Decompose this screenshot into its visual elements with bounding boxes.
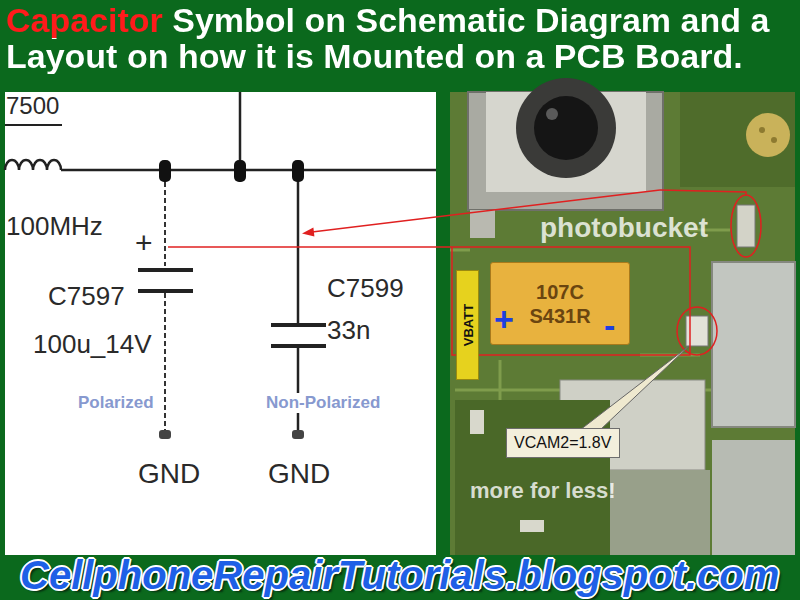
smd-component: [737, 205, 755, 247]
arrowhead: [302, 228, 314, 237]
callout-pointer: [580, 346, 689, 430]
gold-pad: [771, 137, 777, 143]
camera-lens: [516, 78, 616, 178]
leader-line: [660, 190, 746, 195]
highlight-ring: [677, 307, 717, 355]
site-caption: CellphoneRepairTutorials.blogspot.com: [20, 553, 779, 597]
leader-line: [168, 246, 452, 248]
metal-shield: [712, 440, 795, 555]
junction-dot: [234, 160, 246, 182]
camera-module: [468, 92, 663, 210]
wire: [239, 92, 242, 170]
ground-label: GND: [268, 458, 330, 490]
polarity-mark: +: [135, 226, 153, 261]
pcb-area: [455, 400, 610, 555]
ground-symbol: [159, 430, 171, 439]
capacitor-plate: [271, 344, 326, 348]
reference-designator: C7597: [48, 282, 125, 312]
watermark: more for less!: [470, 478, 616, 503]
schematic-panel: [5, 92, 436, 555]
highlight-box: [452, 247, 690, 355]
watermark: photobucket: [540, 212, 708, 244]
voltage-callout: VCAM2=1.8V: [506, 428, 620, 458]
highlight-ring: [731, 195, 761, 257]
smd-component: [520, 520, 544, 532]
camera-lens: [546, 108, 558, 120]
pcb-area: [680, 92, 795, 187]
capacitor-plate: [138, 268, 193, 272]
reference-designator: C7599: [327, 274, 404, 304]
type-note: Polarized: [76, 393, 156, 413]
wire: [61, 169, 436, 172]
wire: [297, 182, 300, 323]
inductor-value: 7500: [6, 92, 59, 120]
node-label: VBATT: [460, 304, 475, 346]
camera-leg: [470, 210, 495, 238]
gold-pad: [746, 113, 790, 157]
inductor-bar: [5, 124, 62, 126]
capacitor-plate: [271, 323, 326, 327]
ground-symbol: [292, 430, 304, 439]
node-label: VCAM2=1.8V: [507, 429, 619, 457]
junction-dot: [159, 160, 171, 182]
pcb-trace: [450, 230, 730, 400]
smd-component: [470, 410, 484, 434]
polarity-mark: +: [494, 300, 514, 339]
voltage-label-band: VBATT: [456, 270, 479, 380]
capacitor-value: 33n: [327, 316, 370, 346]
frequency-label: 100MHz: [6, 212, 103, 242]
ground-label: GND: [138, 458, 200, 490]
type-note: Non-Polarized: [264, 393, 382, 413]
metal-shield: [610, 470, 710, 555]
metal-shield: [712, 262, 795, 427]
wire: [297, 348, 300, 430]
junction-dot: [292, 160, 304, 182]
gold-pad: [759, 127, 765, 133]
capacitor-value: 100u_14V: [33, 330, 152, 360]
pcb-photo: [450, 92, 795, 555]
page-title: Capacitor Symbol on Schematic Diagram an…: [6, 2, 796, 74]
inductor-symbol: [5, 160, 61, 170]
wire: [164, 293, 166, 430]
wire: [164, 182, 166, 266]
camera-lens: [534, 96, 598, 160]
polarity-mark: -: [604, 306, 615, 345]
node-label: 107C S431R: [524, 280, 596, 328]
capacitor-plate: [138, 289, 193, 293]
